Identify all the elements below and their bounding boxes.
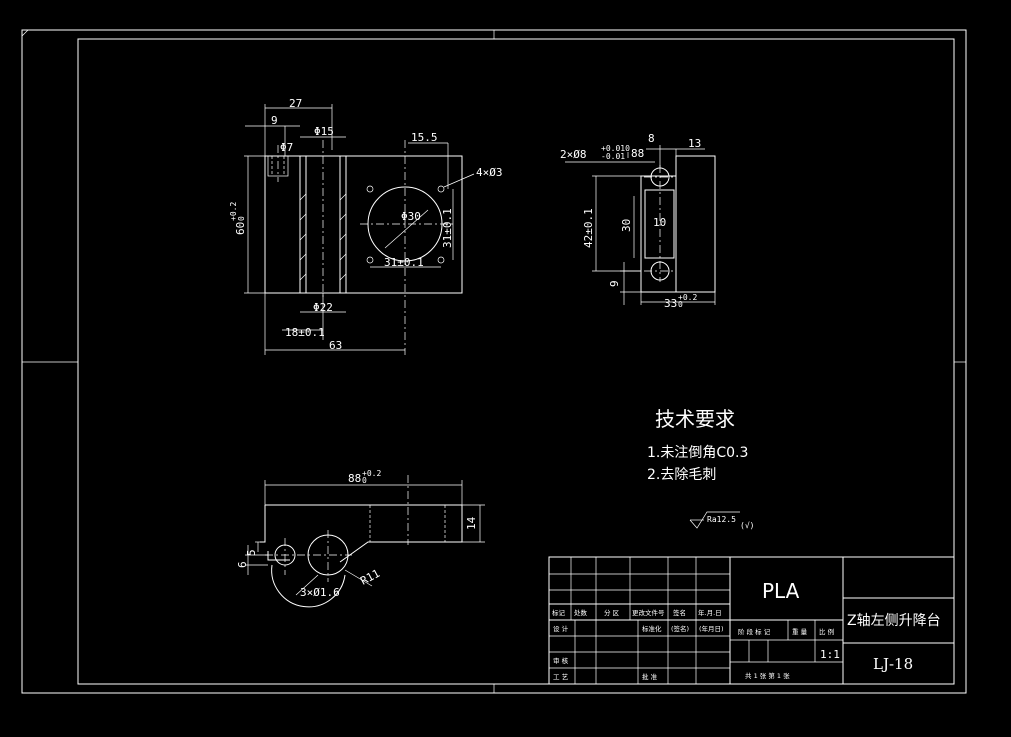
dim-60-tol2: 0 — [237, 216, 246, 221]
tb-part-name: Z轴左侧升降台 — [847, 613, 941, 629]
notes-title: 技术要求 — [655, 407, 735, 431]
title-block-labels: 标记 处数 分 区 更改文件号 签名 年.月.日 设 计 标准化 (签名) (年… — [552, 579, 941, 681]
dim-42: 42±0.1 — [582, 208, 595, 248]
dim-4x-phi3: 4×Ø3 — [476, 166, 503, 179]
dim-60: 60 — [234, 222, 247, 235]
dim-31-v: 31±0.1 — [441, 208, 454, 248]
tb-weight: 重 量 — [792, 628, 808, 636]
tb-header-5: 年.月.日 — [698, 608, 722, 617]
title-block — [548, 556, 955, 685]
tb-check: 审 核 — [553, 656, 569, 665]
notes-line-1: 1.未注倒角C0.3 — [647, 445, 748, 461]
tb-material: PLA — [762, 579, 800, 603]
front-view — [244, 104, 475, 355]
front-view-labels: 27 9 Φ15 Φ7 15.5 4×Ø3 Φ30 31±0.1 Φ22 18±… — [229, 97, 503, 352]
dim-33-tol: +0.2 — [678, 293, 697, 302]
dim-88-tol2: 0 — [362, 476, 367, 485]
dim-63: 63 — [329, 339, 342, 352]
tb-header-3: 更改文件号 — [632, 608, 665, 617]
tb-date: (年月日) — [699, 624, 724, 633]
tb-approve: 批 准 — [642, 672, 658, 681]
dim-9-side: 9 — [608, 280, 621, 287]
tb-drawing-no: LJ-18 — [873, 655, 913, 673]
dim-33-tol2: 0 — [678, 300, 683, 309]
dim-88: 88 — [631, 147, 644, 160]
tb-scale-label: 比 例 — [819, 627, 834, 636]
dim-15-5: 15.5 — [411, 131, 438, 144]
dim-r11: R11 — [358, 567, 382, 588]
sheet-border — [21, 29, 967, 694]
tb-scale-value: 1:1 — [820, 648, 840, 661]
tb-header-0: 标记 — [552, 608, 566, 617]
dim-13: 13 — [688, 137, 701, 150]
dim-hole-tol: +0.010 — [601, 144, 630, 153]
dim-2x-phi8: 2×Ø8 — [560, 148, 587, 161]
tb-sheets: 共 1 张 第 1 张 — [745, 671, 790, 680]
dim-31-h: 31±0.1 — [384, 256, 424, 269]
side-view — [565, 145, 716, 305]
dim-phi7: Φ7 — [280, 141, 293, 154]
tb-design: 设 计 — [553, 624, 569, 633]
tb-header-1: 处数 — [574, 608, 588, 617]
dim-10: 10 — [653, 216, 666, 229]
dim-30: 30 — [620, 219, 633, 232]
side-view-labels: 2×Ø8 +0.010 -0.01 88 8 13 10 33 +0.2 0 4… — [560, 132, 701, 310]
tb-process: 工 艺 — [553, 673, 569, 681]
dim-9: 9 — [271, 114, 278, 127]
dim-6: 6 — [236, 561, 249, 568]
tb-std: 标准化 — [642, 624, 662, 633]
dim-60-tol: +0.2 — [229, 202, 238, 221]
dim-phi15: Φ15 — [314, 125, 334, 138]
dim-8: 8 — [648, 132, 655, 145]
dim-phi30: Φ30 — [401, 210, 421, 223]
tb-header-2: 分 区 — [604, 608, 620, 617]
dim-27: 27 — [289, 97, 302, 110]
roughness-suffix: (√) — [740, 521, 754, 530]
roughness-value: Ra12.5 — [707, 515, 736, 524]
dim-33: 33 — [664, 297, 677, 310]
dim-14: 14 — [465, 516, 478, 530]
dim-hole-tol2: -0.01 — [601, 152, 625, 161]
tb-stage: 阶 段 标 记 — [738, 627, 771, 636]
dim-3x-phi: 3×Ø1.6 — [300, 586, 340, 599]
dim-88-top: 88 — [348, 472, 361, 485]
top-view — [245, 475, 485, 608]
dim-88-tol: +0.2 — [362, 469, 381, 478]
tech-notes: 技术要求 1.未注倒角C0.3 2.去除毛刺 Ra12.5 (√) — [647, 407, 754, 530]
notes-line-2: 2.去除毛刺 — [647, 467, 716, 483]
dim-phi22: Φ22 — [313, 301, 333, 314]
dim-18: 18±0.1 — [285, 326, 325, 339]
tb-sign: (签名) — [671, 624, 689, 633]
tb-header-4: 签名 — [673, 608, 686, 617]
dim-5: 5 — [245, 549, 258, 556]
